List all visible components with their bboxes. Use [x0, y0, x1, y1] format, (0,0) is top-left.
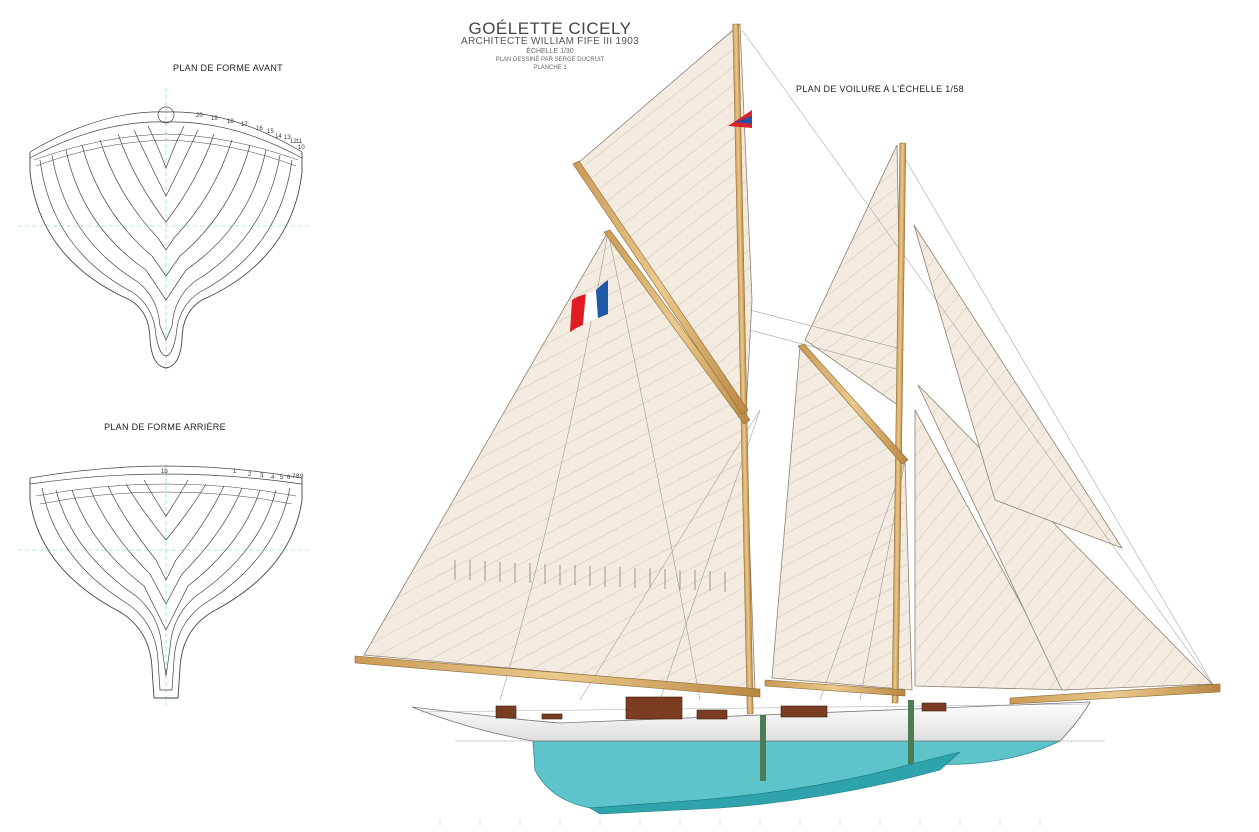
hull-topside [411, 701, 1091, 742]
jib-topsail [913, 224, 1123, 549]
plate-line: PLANCHE 1 [533, 65, 567, 71]
scale-line: ÉCHELLE 1/30 [526, 48, 574, 55]
fore-gaff [797, 343, 909, 465]
fwd-station-label: 14 [275, 134, 282, 140]
fwd-station-label: 17 [241, 122, 248, 128]
aft-body-plan-title: PLAN DE FORME ARRIÈRE [104, 422, 226, 432]
drawn-by-line: PLAN DESSINÉ PAR SERGE DUCRUIT [495, 57, 605, 63]
fwd-station-label: 15 [267, 129, 274, 135]
fwd-station-label: 10 [298, 145, 305, 151]
burgee-flag [728, 110, 752, 128]
aft-station-label: 1 [233, 469, 237, 475]
fwd-station-label: 18 [227, 119, 234, 125]
main-boom [354, 655, 761, 698]
drawing-title: GOÉLETTE CICELY [468, 19, 632, 38]
aft-station-label: 8 [296, 474, 300, 480]
aft-station-label: 2 [248, 472, 252, 478]
aft-station-label: 7 [292, 474, 296, 480]
fore-mast [891, 142, 907, 704]
fwd-station-label: 16 [256, 126, 263, 132]
main-gaff [603, 229, 751, 425]
aft-station-label: 6 [287, 475, 291, 481]
main-mast [732, 23, 754, 715]
aft-body-plan: 1b 1 2 3 4 5 6 7 8 9 [18, 465, 312, 705]
aft-station-label: 3 [260, 473, 264, 479]
aft-station-label: 9 [300, 474, 304, 480]
fwd-station-label: 13 [284, 135, 291, 141]
topsail-yard [572, 160, 749, 415]
bowsprit [1009, 683, 1221, 705]
aft-station-label: 4 [271, 475, 275, 481]
fore-boom [764, 679, 906, 697]
forward-body-plan: 20 19 18 17 16 15 14 13 12 11 10 [18, 88, 312, 372]
fore-mast-heel [908, 700, 914, 764]
forward-body-plan-title: PLAN DE FORME AVANT [173, 63, 283, 73]
deckhouses [495, 696, 947, 720]
sail-plan-title: PLAN DE VOILURE A L'ÉCHELLE 1/58 [796, 84, 964, 94]
architect-line: ARCHITECTE WILLIAM FIFE III 1903 [461, 36, 639, 47]
aft-station-label: 5 [280, 475, 284, 481]
main-mast-heel [760, 715, 766, 781]
sail-plan [354, 23, 1221, 815]
keel [589, 751, 961, 815]
fwd-station-label: 19 [211, 116, 218, 122]
fwd-station-label: 12 [290, 139, 297, 145]
mainsail-battens [454, 560, 726, 592]
fwd-station-label: 20 [196, 113, 203, 119]
scale-ticks [439, 818, 1041, 826]
french-flag [570, 280, 608, 332]
fwd-station-label: 11 [296, 139, 303, 145]
aft-station-label: 1b [161, 469, 168, 475]
